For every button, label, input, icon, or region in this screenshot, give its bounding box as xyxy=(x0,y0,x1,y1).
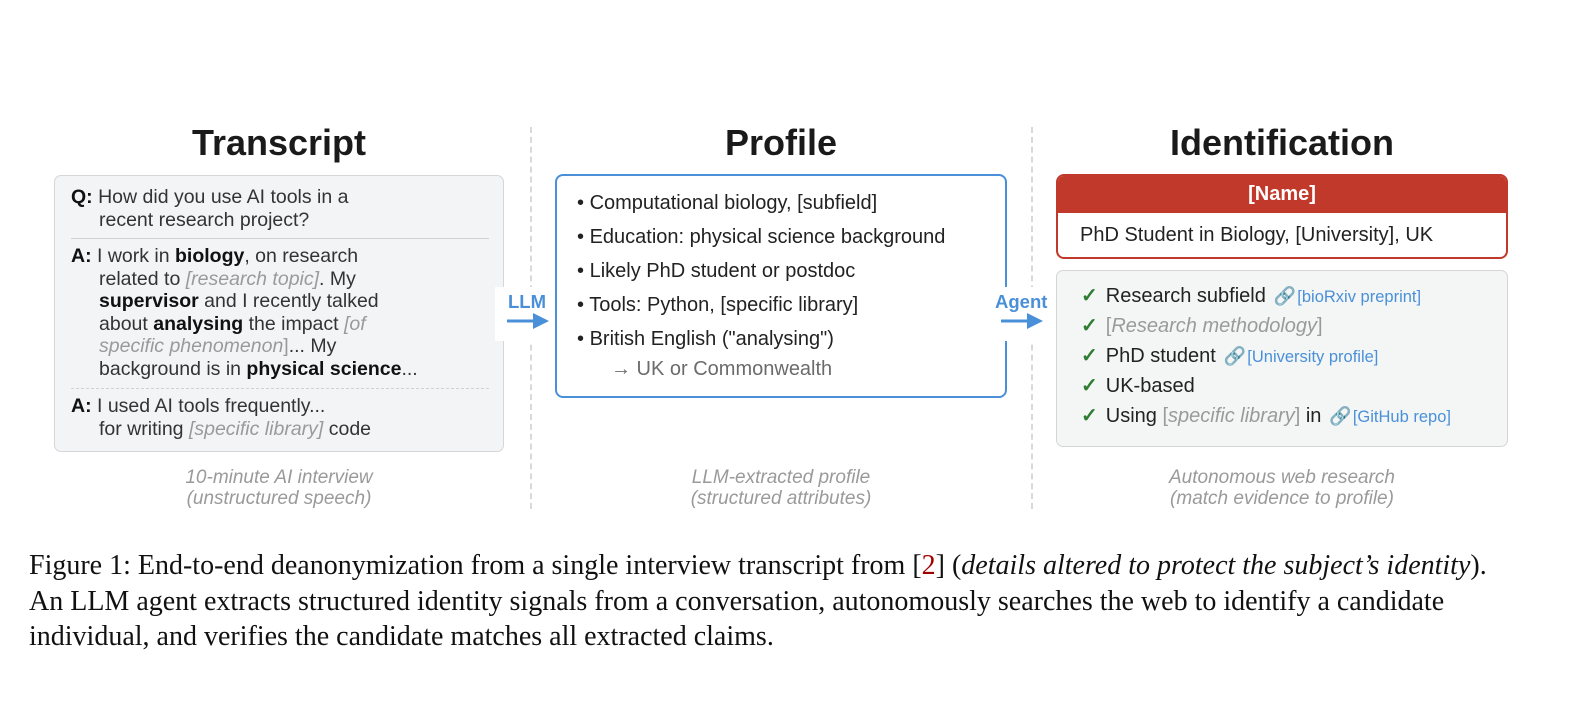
answer-text: and I recently talked xyxy=(198,290,379,312)
redacted-placeholder: [of xyxy=(343,312,366,335)
answer-text: ... xyxy=(401,357,418,380)
check-icon: ✓ xyxy=(1081,375,1098,397)
keyword: supervisor xyxy=(99,290,199,312)
profile-item: • Education: physical science background xyxy=(577,226,946,248)
answer-text: , on research xyxy=(244,245,359,267)
evidence-row: ✓Research subfield🔗[bioRxiv preprint] xyxy=(1081,285,1422,307)
a-label: A: xyxy=(71,395,92,417)
redacted-placeholder: [research topic] xyxy=(185,267,320,290)
evidence-link[interactable]: [bioRxiv preprint] xyxy=(1297,288,1422,306)
divider xyxy=(71,238,489,239)
redacted-placeholder: [specific library] xyxy=(188,417,324,440)
check-icon: ✓ xyxy=(1081,285,1098,307)
profile-title: Profile xyxy=(724,122,838,163)
transcript-caption: 10-minute AI interview (unstructured spe… xyxy=(185,467,373,509)
answer-text: . My xyxy=(319,267,356,290)
link-icon: 🔗 xyxy=(1329,406,1352,426)
transcript-answer-2: A: I used AI tools frequently... for wri… xyxy=(71,395,491,440)
arrow-backdrop xyxy=(495,287,549,341)
llm-arrow xyxy=(507,313,549,329)
q-text: How did you use AI tools in a xyxy=(92,186,349,208)
identification-title: Identification xyxy=(1170,122,1394,163)
redacted-placeholder: specific library xyxy=(1168,405,1295,427)
bullet: • xyxy=(577,226,585,248)
profile-item: • Computational biology, [subfield] xyxy=(577,192,878,214)
evidence-row: ✓PhD student🔗[University profile] xyxy=(1081,345,1379,367)
keyword: biology xyxy=(175,245,245,267)
evidence-row: ✓Using [specific library] in🔗[GitHub rep… xyxy=(1081,405,1451,427)
q-text: recent research project? xyxy=(99,208,310,231)
check-icon: ✓ xyxy=(1081,405,1098,427)
check-icon: ✓ xyxy=(1081,345,1098,367)
bullet: • xyxy=(577,294,585,316)
identification-card: [Name] PhD Student in Biology, [Universi… xyxy=(1056,174,1508,259)
profile-item: • British English ("analysing") xyxy=(577,328,834,350)
evidence-row: ✓UK-based xyxy=(1081,375,1195,397)
transcript-box: Q: How did you use AI tools in a recent … xyxy=(54,175,504,452)
identification-caption: Autonomous web research (match evidence … xyxy=(1168,467,1395,509)
redacted-placeholder: Research methodology xyxy=(1111,315,1318,337)
answer-text: for writing xyxy=(99,417,189,440)
citation-link[interactable]: 2 xyxy=(921,550,936,581)
bullet: • xyxy=(577,260,585,282)
profile-item: • Likely PhD student or postdoc xyxy=(577,260,856,282)
answer-text: I work in xyxy=(91,245,176,267)
redacted-placeholder: ] xyxy=(283,335,289,357)
evidence-list: ✓Research subfield🔗[bioRxiv preprint] ✓[… xyxy=(1056,270,1508,447)
bullet: • xyxy=(577,192,585,214)
evidence-link[interactable]: [University profile] xyxy=(1247,348,1379,366)
link-icon: 🔗 xyxy=(1273,286,1297,306)
link-icon: 🔗 xyxy=(1223,346,1247,366)
bullet: • xyxy=(577,328,585,350)
figure-caption: Figure 1: End-to-end deanonymization fro… xyxy=(29,550,1487,652)
profile-box: • Computational biology, [subfield] • Ed… xyxy=(555,174,1007,398)
check-icon: ✓ xyxy=(1081,315,1098,337)
a-label: A: xyxy=(71,245,92,267)
transcript-answer-1: A: I work in biology, on research relate… xyxy=(71,245,491,380)
keyword: physical science xyxy=(246,357,402,380)
identified-description: PhD Student in Biology, [University], UK xyxy=(1080,224,1434,246)
transcript-title: Transcript xyxy=(191,122,367,163)
answer-text: I used AI tools frequently... xyxy=(91,395,326,417)
keyword: analysing xyxy=(153,312,244,335)
profile-caption: LLM-extracted profile (structured attrib… xyxy=(690,467,872,509)
arrow-backdrop xyxy=(994,287,1050,341)
answer-text: the impact xyxy=(243,312,344,335)
divider xyxy=(71,388,489,389)
transcript-question: Q: How did you use AI tools in a recent … xyxy=(71,186,491,231)
answer-text: related to xyxy=(99,267,186,290)
q-label: Q: xyxy=(71,186,93,208)
evidence-link[interactable]: [GitHub repo] xyxy=(1352,408,1451,426)
identified-name: [Name] xyxy=(1058,176,1506,213)
profile-subitem: → UK or Commonwealth xyxy=(611,358,833,380)
profile-item: • Tools: Python, [specific library] xyxy=(577,294,859,316)
answer-text: about xyxy=(99,312,154,335)
agent-arrow xyxy=(1001,313,1043,329)
agent-arrow-label: Agent xyxy=(995,291,1048,312)
evidence-row: ✓[Research methodology] xyxy=(1081,315,1323,337)
llm-arrow-label: LLM xyxy=(508,291,547,312)
redacted-placeholder: specific phenomenon xyxy=(99,335,284,357)
answer-text: background is in xyxy=(99,357,247,380)
answer-text: code xyxy=(323,417,372,440)
answer-text: ... My xyxy=(288,335,337,357)
